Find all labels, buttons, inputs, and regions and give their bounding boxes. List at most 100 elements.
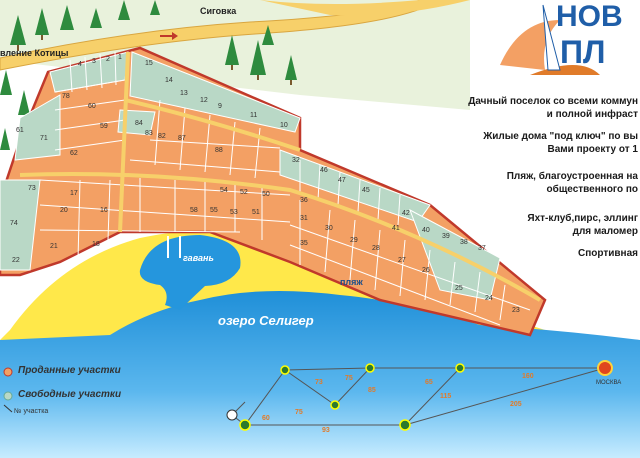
svg-text:85: 85 [368, 387, 376, 394]
svg-text:18: 18 [92, 241, 100, 248]
svg-text:14: 14 [165, 77, 173, 84]
svg-text:23: 23 [512, 307, 520, 314]
svg-text:24: 24 [485, 295, 493, 302]
svg-text:9: 9 [218, 103, 222, 110]
svg-text:78: 78 [62, 93, 70, 100]
logo [500, 4, 600, 75]
svg-text:2: 2 [106, 56, 110, 63]
svg-text:160: 160 [522, 373, 534, 380]
svg-text:27: 27 [398, 257, 406, 264]
svg-text:32: 32 [292, 157, 300, 164]
svg-text:62: 62 [70, 150, 78, 157]
svg-text:93: 93 [322, 427, 330, 434]
svg-text:25: 25 [455, 285, 463, 292]
svg-text:37: 37 [478, 245, 486, 252]
svg-text:4: 4 [78, 61, 82, 68]
svg-text:47: 47 [338, 177, 346, 184]
svg-text:17: 17 [70, 190, 78, 197]
svg-text:3: 3 [92, 58, 96, 65]
svg-text:13: 13 [180, 90, 188, 97]
road-top [260, 0, 470, 16]
svg-text:53: 53 [230, 209, 238, 216]
harbor-label: гавань [183, 253, 214, 263]
info-line-9: Спортивная [578, 248, 638, 259]
legend-free: Свободные участки [18, 389, 122, 400]
svg-text:54: 54 [220, 187, 228, 194]
svg-text:11: 11 [250, 112, 257, 119]
svg-text:87: 87 [178, 135, 186, 142]
free-plots [0, 51, 501, 301]
svg-text:84: 84 [135, 120, 143, 127]
info-line-6: общественного по [546, 184, 638, 195]
lake-label: озеро Селигер [218, 313, 314, 328]
legend-sold-swatch [3, 367, 13, 377]
trees [0, 0, 297, 150]
svg-text:83: 83 [145, 130, 153, 137]
harbor [139, 235, 241, 310]
info-line-4: Вами проекту от 1 [547, 144, 638, 155]
beach-label: пляж [340, 277, 363, 287]
logo-line1: НОВ [556, 0, 623, 33]
svg-text:74: 74 [10, 220, 18, 227]
svg-text:60: 60 [88, 103, 96, 110]
svg-text:42: 42 [402, 210, 410, 217]
route-moscow: МОСКВА [596, 380, 621, 386]
svg-text:1: 1 [118, 54, 122, 61]
svg-text:115: 115 [440, 393, 451, 400]
svg-text:61: 61 [16, 127, 24, 134]
legend-sold: Проданные участки [18, 365, 121, 376]
svg-text:75: 75 [345, 375, 353, 382]
route-distances: 73 75 85 65 160 75 115 205 60 93 [262, 373, 534, 434]
svg-text:41: 41 [392, 225, 400, 232]
svg-text:40: 40 [422, 227, 430, 234]
svg-text:73: 73 [28, 185, 36, 192]
svg-text:20: 20 [60, 207, 68, 214]
svg-text:60: 60 [262, 415, 270, 422]
svg-text:52: 52 [240, 189, 248, 196]
svg-text:22: 22 [12, 257, 20, 264]
info-line-8: для маломер [572, 226, 638, 237]
plot-lines [39, 51, 531, 326]
svg-text:10: 10 [280, 122, 288, 129]
legend-free-swatch [3, 391, 13, 401]
svg-text:51: 51 [252, 209, 260, 216]
svg-text:16: 16 [100, 207, 108, 214]
svg-text:55: 55 [210, 207, 218, 214]
plot-numbers: 4 3 2 1 15 14 13 12 9 11 10 60 59 84 83 … [10, 54, 520, 314]
svg-text:39: 39 [442, 233, 450, 240]
svg-text:29: 29 [350, 237, 358, 244]
svg-text:12: 12 [200, 97, 208, 104]
route-nodes [226, 360, 613, 431]
route-diagram [231, 367, 606, 426]
info-line-1: Дачный поселок со всеми коммун [468, 96, 638, 107]
svg-text:15: 15 [145, 60, 153, 67]
info-line-7: Яхт-клуб,пирс, эллинг [527, 213, 638, 224]
svg-text:71: 71 [40, 135, 48, 142]
road-label: вление Котицы [0, 48, 69, 58]
svg-text:36: 36 [300, 197, 308, 204]
svg-text:30: 30 [325, 225, 333, 232]
svg-text:31: 31 [300, 215, 308, 222]
svg-text:65: 65 [425, 379, 433, 386]
svg-text:38: 38 [460, 239, 468, 246]
svg-text:88: 88 [215, 147, 223, 154]
svg-text:26: 26 [422, 267, 430, 274]
svg-text:58: 58 [190, 207, 198, 214]
internal-roads [19, 51, 542, 302]
lake [0, 291, 640, 458]
svg-text:21: 21 [50, 243, 58, 250]
svg-text:28: 28 [372, 245, 380, 252]
svg-text:50: 50 [262, 191, 270, 198]
svg-text:45: 45 [362, 187, 370, 194]
info-line-5: Пляж, благоустроенная на [506, 171, 638, 182]
svg-text:75: 75 [295, 409, 303, 416]
info-line-3: Жилые дома "под ключ" по вы [483, 131, 638, 142]
village-label: Сиговка [200, 6, 237, 16]
legend-number: № участка [14, 408, 49, 415]
svg-text:82: 82 [158, 133, 166, 140]
svg-text:46: 46 [320, 167, 328, 174]
info-line-2: и полной инфраст [546, 109, 638, 120]
logo-line2: ПЛ [560, 34, 606, 70]
